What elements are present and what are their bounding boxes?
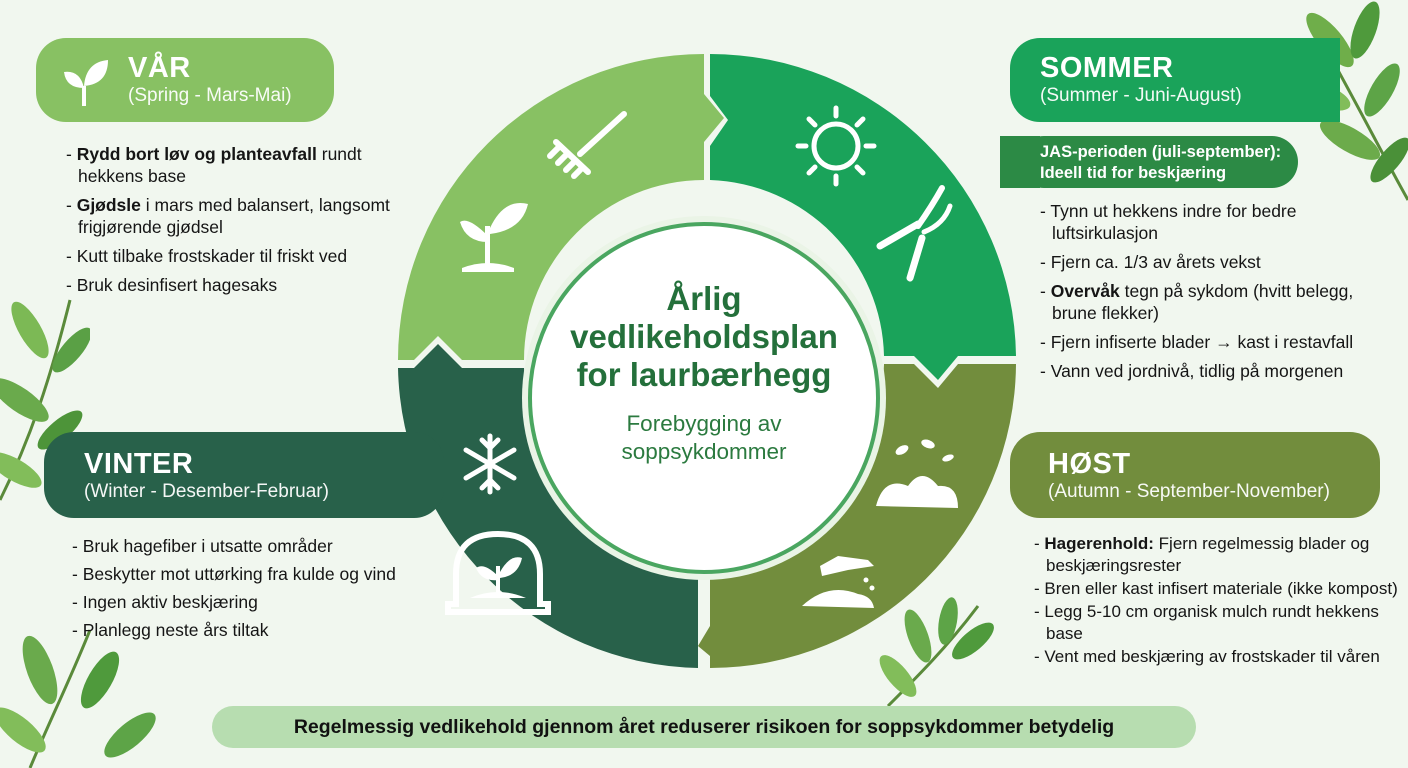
- list-item: - Fjern ca. 1/3 av årets vekst: [1040, 252, 1261, 272]
- spring-header: VÅR (Spring - Mars-Mai): [36, 38, 334, 122]
- list-item: - Hagerenhold: Fjern regelmessig blader …: [1034, 534, 1370, 575]
- rake-icon: [547, 111, 627, 179]
- seasonal-cycle-diagram: [398, 54, 1016, 668]
- pruning-shears-icon: [876, 185, 953, 282]
- list-item: - Bren eller kast infisert materiale (ik…: [1034, 579, 1398, 598]
- plant-cover-icon: [445, 530, 551, 615]
- list-item: - Tynn ut hekkens indre for bedre luftsi…: [1040, 201, 1297, 243]
- spring-name: VÅR: [128, 52, 191, 84]
- summer-name: SOMMER: [1040, 52, 1174, 84]
- sun-icon: [795, 105, 877, 187]
- summer-subtitle: (Summer - Juni-August): [1040, 85, 1242, 106]
- list-item: - Gjødsle i mars med balansert, langsomt…: [66, 195, 390, 237]
- autumn-quadrant: [698, 364, 1016, 668]
- main-subtitle: Forebygging av soppsykdommer: [621, 411, 787, 464]
- list-item: - Bruk desinfisert hagesaks: [66, 275, 278, 295]
- winter-task-list: - Bruk hagefiber i utsatte områder - Bes…: [72, 535, 452, 648]
- summer-header: SOMMER (Summer - Juni-August): [1010, 38, 1340, 122]
- list-item: - Bruk hagefiber i utsatte områder: [72, 536, 333, 556]
- list-item: - Vann ved jordnivå, tidlig på morgenen: [1040, 361, 1344, 381]
- winter-header: VINTER (Winter - Desember-Februar): [44, 432, 444, 518]
- list-item: - Overvåk tegn på sykdom (hvitt belegg, …: [1040, 281, 1354, 323]
- main-title: Årlig vedlikeholdsplan for laurbærhegg: [570, 280, 838, 393]
- autumn-header: HØST (Autumn - September-November): [1010, 432, 1380, 518]
- pruning-period-highlight: JAS-perioden (juli-september): Ideell ti…: [1018, 136, 1298, 188]
- autumn-name: HØST: [1048, 448, 1131, 480]
- sprout-icon: [64, 60, 108, 106]
- laurel-leaves-left-icon: [0, 299, 90, 501]
- autumn-subtitle: (Autumn - September-November): [1048, 481, 1330, 502]
- footer-banner: Regelmessig vedlikehold gjennom året red…: [212, 706, 1196, 748]
- summer-task-list: - Tynn ut hekkens indre for bedre luftsi…: [1040, 200, 1380, 389]
- list-item: - Beskytter mot uttørking fra kulde og v…: [72, 564, 396, 584]
- autumn-task-list: - Hagerenhold: Fjern regelmessig blader …: [1034, 533, 1404, 669]
- spring-task-list: - Rydd bort løv og planteavfall rundt he…: [66, 143, 396, 303]
- list-item: - Legg 5-10 cm organisk mulch rundt hekk…: [1034, 602, 1379, 643]
- hand-mulch-icon: [802, 556, 875, 608]
- list-item: - Fjern infiserte blader → kast i restav…: [1040, 332, 1354, 352]
- list-item: - Rydd bort løv og planteavfall rundt he…: [66, 144, 362, 186]
- seedling-icon: [460, 203, 528, 272]
- laurel-leaves-bottom-left-icon: [0, 629, 156, 768]
- list-item: - Ingen aktiv beskjæring: [72, 592, 258, 612]
- summer-connector-bar: [1000, 136, 1040, 188]
- spring-quadrant: [398, 54, 724, 360]
- winter-name: VINTER: [84, 448, 194, 480]
- winter-quadrant: [398, 344, 698, 668]
- summer-quadrant: [710, 54, 1016, 380]
- laurel-leaves-bottom-center-icon: [879, 597, 994, 708]
- leaf-pile-icon: [876, 439, 958, 508]
- snowflake-icon: [463, 433, 517, 495]
- spring-subtitle: (Spring - Mars-Mai): [128, 85, 292, 106]
- center-title-circle: Årlig vedlikeholdsplan for laurbærhegg F…: [528, 222, 880, 574]
- winter-subtitle: (Winter - Desember-Februar): [84, 481, 329, 502]
- list-item: - Vent med beskjæring av frostskader til…: [1034, 647, 1380, 666]
- list-item: - Planlegg neste års tiltak: [72, 620, 269, 640]
- list-item: - Kutt tilbake frostskader til friskt ve…: [66, 246, 348, 266]
